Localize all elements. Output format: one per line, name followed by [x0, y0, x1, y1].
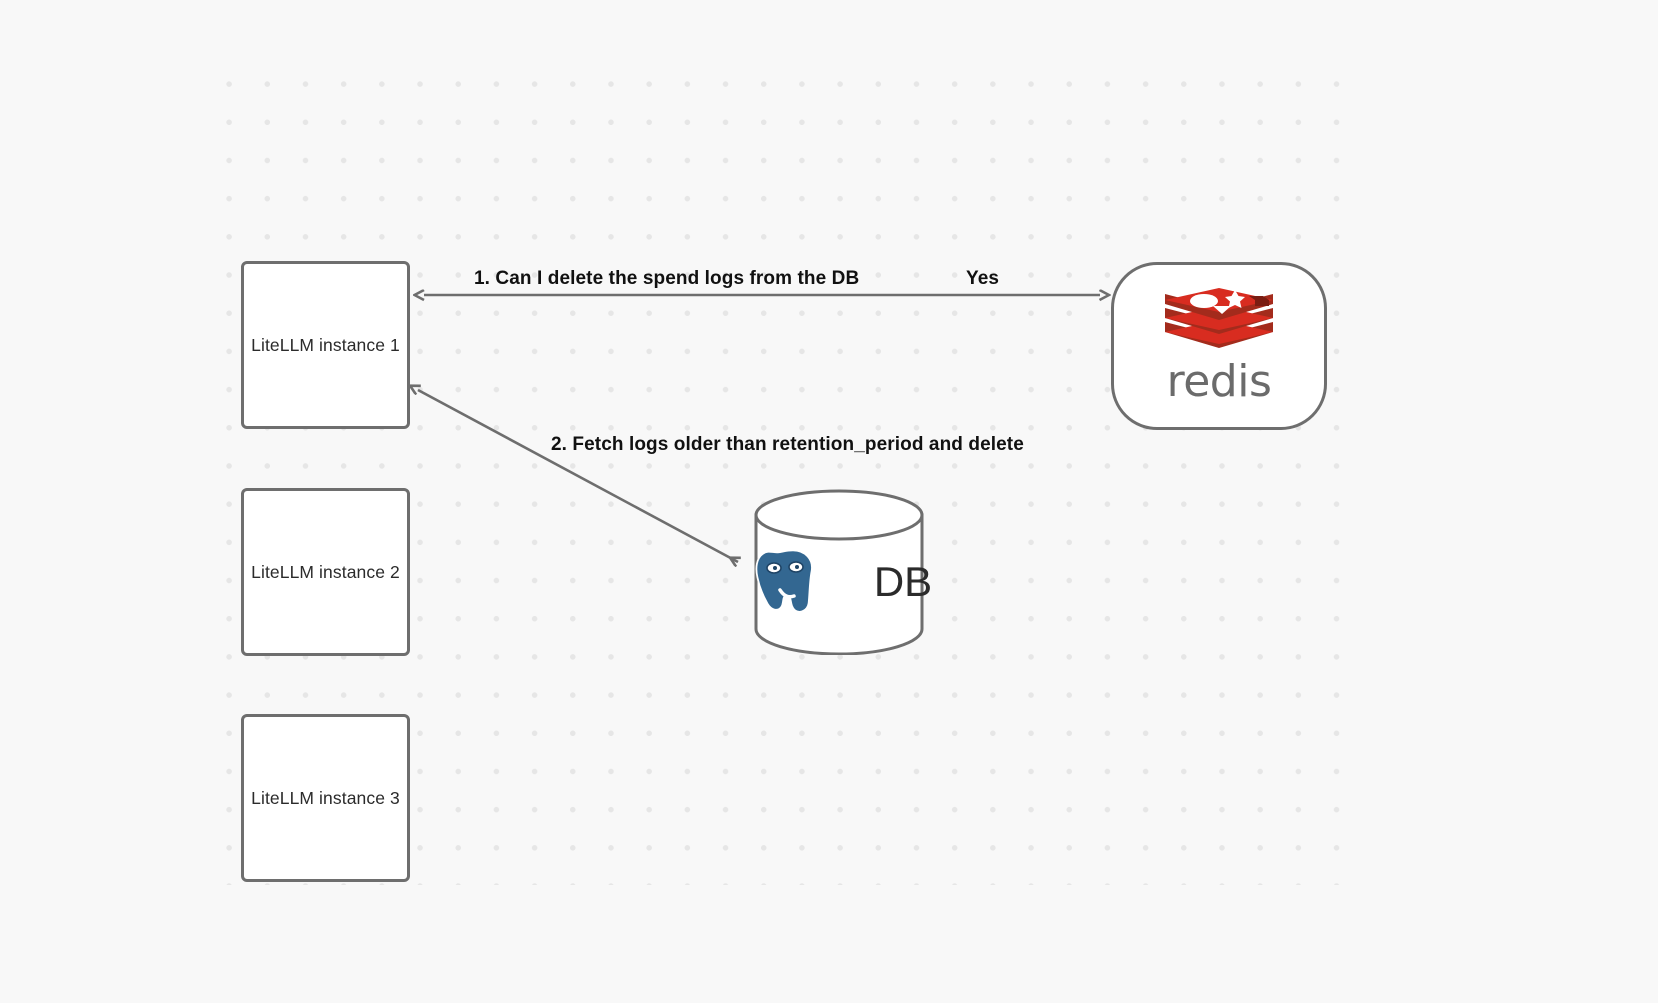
- redis-logo-group: redis: [1157, 284, 1281, 404]
- node-redis[interactable]: redis: [1111, 262, 1327, 430]
- node-label: LiteLLM instance 3: [251, 787, 400, 808]
- database-node-content: DB: [753, 489, 932, 655]
- database-label: DB: [873, 558, 933, 605]
- postgresql-elephant-icon: [755, 549, 813, 613]
- node-litellm-instance-3[interactable]: LiteLLM instance 3: [241, 714, 410, 882]
- database-cylinder-shape: [754, 489, 924, 655]
- redis-wordmark: redis: [1166, 356, 1272, 407]
- edge-label-step-1: 1. Can I delete the spend logs from the …: [474, 268, 860, 289]
- node-label: LiteLLM instance 1: [251, 334, 400, 355]
- node-label: LiteLLM instance 2: [251, 561, 400, 582]
- redis-logo-icon: [1165, 288, 1273, 348]
- edge-label-step-2: 2. Fetch logs older than retention_perio…: [551, 434, 1024, 455]
- node-postgres-db[interactable]: DB: [753, 489, 932, 655]
- node-litellm-instance-1[interactable]: LiteLLM instance 1: [241, 261, 410, 429]
- edge-label-yes: Yes: [966, 268, 1000, 289]
- node-litellm-instance-2[interactable]: LiteLLM instance 2: [241, 488, 410, 656]
- edge-step-2-line: [418, 390, 738, 562]
